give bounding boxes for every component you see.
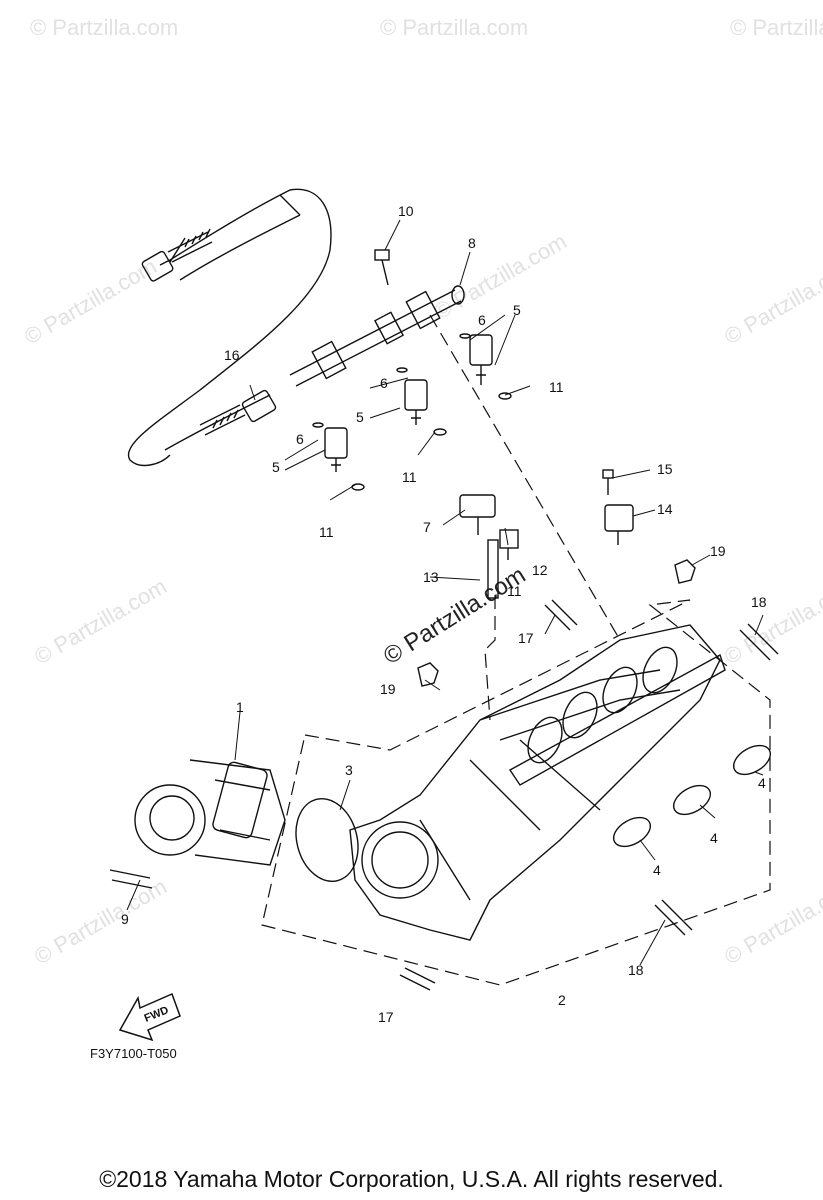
nut (417, 662, 439, 687)
nut (674, 559, 696, 584)
watermark-text: © Partzilla.com (380, 15, 528, 40)
fwd-arrow-icon: FWD (118, 992, 181, 1042)
callout-label: 6 (296, 431, 304, 447)
watermark-text: © Partzilla.com (720, 574, 823, 670)
injector (459, 333, 512, 400)
callout-label: 13 (423, 569, 439, 585)
callout-label: 2 (558, 992, 566, 1008)
temperature-sensor (602, 469, 634, 545)
callout-label: 3 (345, 762, 353, 778)
callout-label: 15 (657, 461, 673, 477)
callout-label: 5 (513, 302, 521, 318)
callout-label: 5 (356, 409, 364, 425)
callout-label: 4 (653, 862, 661, 878)
callout-label: 1 (236, 699, 244, 715)
watermark-text: © Partzilla.com (30, 574, 171, 670)
watermark-text: © Partzilla.com (720, 254, 823, 350)
callout-label: 18 (628, 962, 644, 978)
watermarks: © Partzilla.com © Partzilla.com © Partzi… (20, 15, 823, 969)
callout-label: 4 (710, 830, 718, 846)
callout-label: 11 (402, 469, 417, 485)
watermark-text: © Partzilla.com (430, 229, 571, 325)
o-ring (732, 744, 772, 776)
assembly-boundary (261, 314, 771, 986)
callout-labels: 1 2 3 4 4 4 5 5 5 6 6 6 7 8 9 10 11 11 1… (121, 203, 767, 1025)
watermark-text: © Partzilla.com (730, 15, 823, 40)
callout-label: 7 (423, 519, 431, 535)
hose-connector-lower (199, 389, 277, 436)
stud (654, 899, 693, 936)
bolt (544, 599, 578, 631)
fuel-rail (289, 285, 465, 387)
callout-label: 9 (121, 911, 129, 927)
bolt (374, 249, 390, 286)
callout-label: 16 (224, 347, 240, 363)
injector (312, 422, 365, 491)
o-ring (672, 784, 712, 816)
watermark-text: © Partzilla.com (20, 254, 161, 350)
callout-label: 14 (657, 501, 673, 517)
o-ring (612, 816, 652, 848)
fuel-hose-assembly (127, 188, 332, 467)
callout-label: 18 (751, 594, 767, 610)
stud (739, 623, 779, 661)
bolt (399, 967, 436, 991)
copyright-notice: ©2018 Yamaha Motor Corporation, U.S.A. A… (99, 1166, 724, 1192)
callout-label: 17 (378, 1009, 394, 1025)
leader-lines (126, 219, 764, 966)
callout-label: 19 (380, 681, 396, 697)
callout-label: 5 (272, 459, 280, 475)
watermark-text: © Partzilla.com (30, 15, 178, 40)
gasket (295, 797, 359, 883)
throttle-body (134, 759, 286, 866)
bolt (109, 869, 153, 889)
diagram-code: F3Y7100-T050 (90, 1046, 177, 1061)
callout-label: 12 (532, 562, 548, 578)
callout-label: 11 (319, 524, 334, 540)
callout-label: 11 (549, 379, 564, 395)
intake-pressure-sensor (459, 494, 519, 599)
center-watermark: © Partzilla.com (379, 561, 530, 670)
callout-label: 4 (758, 775, 766, 791)
callout-label: 11 (507, 583, 522, 599)
callout-label: 17 (518, 630, 534, 646)
line-art (109, 188, 779, 991)
callout-label: 8 (468, 235, 476, 251)
callout-label: 10 (398, 203, 414, 219)
callout-label: 19 (710, 543, 726, 559)
injector (396, 367, 447, 436)
callout-label: 6 (478, 312, 486, 328)
watermark-text: © Partzilla.com (720, 874, 823, 970)
hose-connector-upper (141, 228, 213, 282)
intake-manifold (349, 624, 726, 941)
callout-label: 6 (380, 375, 388, 391)
